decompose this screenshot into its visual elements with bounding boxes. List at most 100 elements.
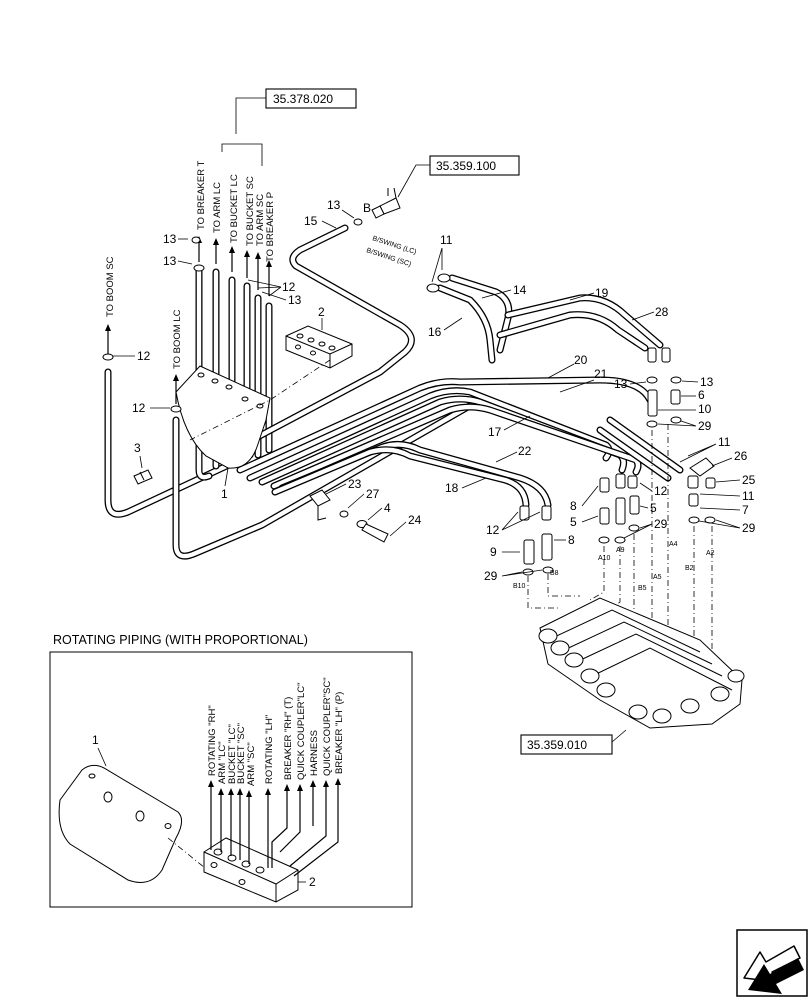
inset-callout-1: 1 [92, 733, 99, 747]
svg-text:35.359.100: 35.359.100 [436, 159, 496, 173]
port-label-a4: A4 [669, 541, 678, 548]
callout-13: 13 [163, 232, 177, 246]
label-to-arm-sc: TO ARM SC [255, 194, 266, 246]
svg-text:35.359.010: 35.359.010 [527, 738, 587, 752]
washer-part-27[interactable] [339, 510, 349, 518]
swing-fittings-top[interactable] [426, 273, 451, 293]
callout-29: 29 [654, 517, 668, 531]
clamp-part-23[interactable] [309, 489, 331, 521]
callout-11: 11 [718, 435, 731, 449]
callout-12: 12 [486, 523, 500, 537]
valve-spools [538, 628, 745, 724]
callout-28: 28 [655, 305, 669, 319]
callout-23: 23 [348, 477, 362, 491]
port-label-b10: B10 [513, 583, 526, 590]
callout-12: 12 [137, 349, 151, 363]
callout-18: 18 [445, 481, 459, 495]
label-to-bucket-lc: TO BUCKET LC [229, 174, 240, 243]
bracket-part-1[interactable] [175, 365, 271, 469]
tee-fitting-B[interactable] [371, 187, 401, 219]
callout-10: 10 [698, 402, 712, 416]
inset-label-harness: HARNESS [309, 730, 320, 776]
inset-bracket-part-1[interactable] [58, 764, 182, 883]
callout-2: 2 [318, 305, 325, 319]
port-label-b8: B8 [550, 570, 559, 577]
callout-22: 22 [518, 444, 532, 458]
callout-4: 4 [384, 501, 391, 515]
callout-12: 12 [654, 484, 668, 498]
svg-text:35.378.020: 35.378.020 [273, 92, 333, 106]
callout-24: 24 [408, 513, 422, 527]
fittings-right [519, 347, 716, 576]
callout-8: 8 [568, 533, 575, 547]
callout-9: 9 [490, 545, 497, 559]
callout-17: 17 [488, 425, 502, 439]
port-label-b5: B5 [638, 585, 647, 592]
control-valve-assembly[interactable] [538, 597, 745, 729]
inset-label-breaker-rh-t: BREAKER "RH" (T) [283, 697, 294, 780]
fitting-part-3[interactable] [133, 469, 153, 485]
callout-12: 12 [132, 401, 146, 415]
callout-8: 8 [570, 499, 577, 513]
inset-label-bucket-lc: BUCKET "LC" [227, 724, 238, 784]
callout-16: 16 [428, 325, 442, 339]
hose-bundle [104, 224, 684, 560]
inset-rotating-piping: ROTATING PIPING (WITH PROPORTIONAL) 1 2 [49, 633, 413, 908]
callout-20: 20 [574, 353, 588, 367]
callout-13: 13 [327, 198, 341, 212]
callouts-main: 13 13 12 13 2 12 12 3 1 13 15 11 14 16 1… [102, 198, 756, 583]
callout-21: 21 [594, 367, 608, 381]
inset-label-quick-coupler-sc: QUICK COUPLER"SC" [322, 677, 333, 776]
label-to-breaker-t: TO BREAKER T [196, 160, 207, 230]
callout-15: 15 [304, 214, 318, 228]
callout-12: 12 [282, 280, 296, 294]
manifold-block-part-2[interactable] [285, 325, 353, 369]
callout-13: 13 [288, 293, 302, 307]
callout-11: 11 [742, 489, 755, 503]
inset-label-rotating-lh: ROTATING "LH" [264, 715, 275, 784]
callout-27: 27 [366, 487, 380, 501]
bolt-part-4[interactable] [356, 520, 389, 543]
inset-callout-2: 2 [309, 875, 316, 889]
inset-label-bucket-sc: BUCKET "SC" [236, 723, 247, 784]
callout-19: 19 [595, 286, 609, 300]
inset-label-rotating-rh: ROTATING "RH" [207, 705, 218, 776]
callout-7: 7 [742, 503, 749, 517]
callout-13: 13 [700, 375, 714, 389]
port-label-a10: A10 [598, 555, 611, 562]
callout-25: 25 [742, 473, 756, 487]
inset-title: ROTATING PIPING (WITH PROPORTIONAL) [53, 633, 308, 647]
inset-label-arm-lc: ARM "LC" [217, 741, 228, 784]
label-to-boom-lc: TO BOOM LC [172, 309, 183, 369]
callout-11: 11 [440, 233, 453, 247]
inset-port-lines [208, 778, 341, 877]
callout-29: 29 [698, 419, 712, 433]
next-page-arrow-icon[interactable] [736, 929, 808, 997]
inset-label-arm-sc: ARM "SC" [246, 742, 257, 786]
port-label-a5: A5 [653, 574, 662, 581]
port-label-a2: A2 [706, 550, 715, 557]
callout-29: 29 [484, 569, 498, 583]
destination-arrows [105, 236, 272, 404]
inset-label-breaker-lh-p: BREAKER "LH" (P) [334, 692, 345, 774]
inset-manifold-part-2[interactable] [203, 837, 299, 903]
port-label-b: B [363, 201, 371, 215]
callout-5: 5 [650, 501, 657, 515]
label-to-arm-lc: TO ARM LC [212, 182, 223, 233]
port-labels: A10 A9 A4 A5 B2 A2 B10 B8 B5 [513, 541, 715, 592]
callout-13: 13 [163, 254, 177, 268]
inset-label-quick-coupler-lc: QUICK COUPLER"LC" [296, 682, 307, 780]
port-label-a9: A9 [616, 547, 625, 554]
inset-port-labels: ROTATING "RH" ARM "LC" BUCKET "LC" BUCKE… [207, 677, 345, 786]
label-to-boom-sc: TO BOOM SC [105, 256, 116, 317]
callout-5: 5 [570, 515, 577, 529]
callout-1: 1 [221, 487, 228, 501]
callout-26: 26 [734, 449, 748, 463]
reference-box-35-378-020[interactable]: 35.378.020 [265, 88, 357, 109]
reference-box-35-359-100[interactable]: 35.359.100 [429, 155, 520, 176]
destination-labels: TO BOOM SC TO BOOM LC TO BREAKER T TO AR… [105, 160, 276, 369]
port-label-b2: B2 [685, 565, 694, 572]
reference-box-35-359-010[interactable]: 35.359.010 [520, 734, 613, 755]
callout-14: 14 [513, 283, 527, 297]
